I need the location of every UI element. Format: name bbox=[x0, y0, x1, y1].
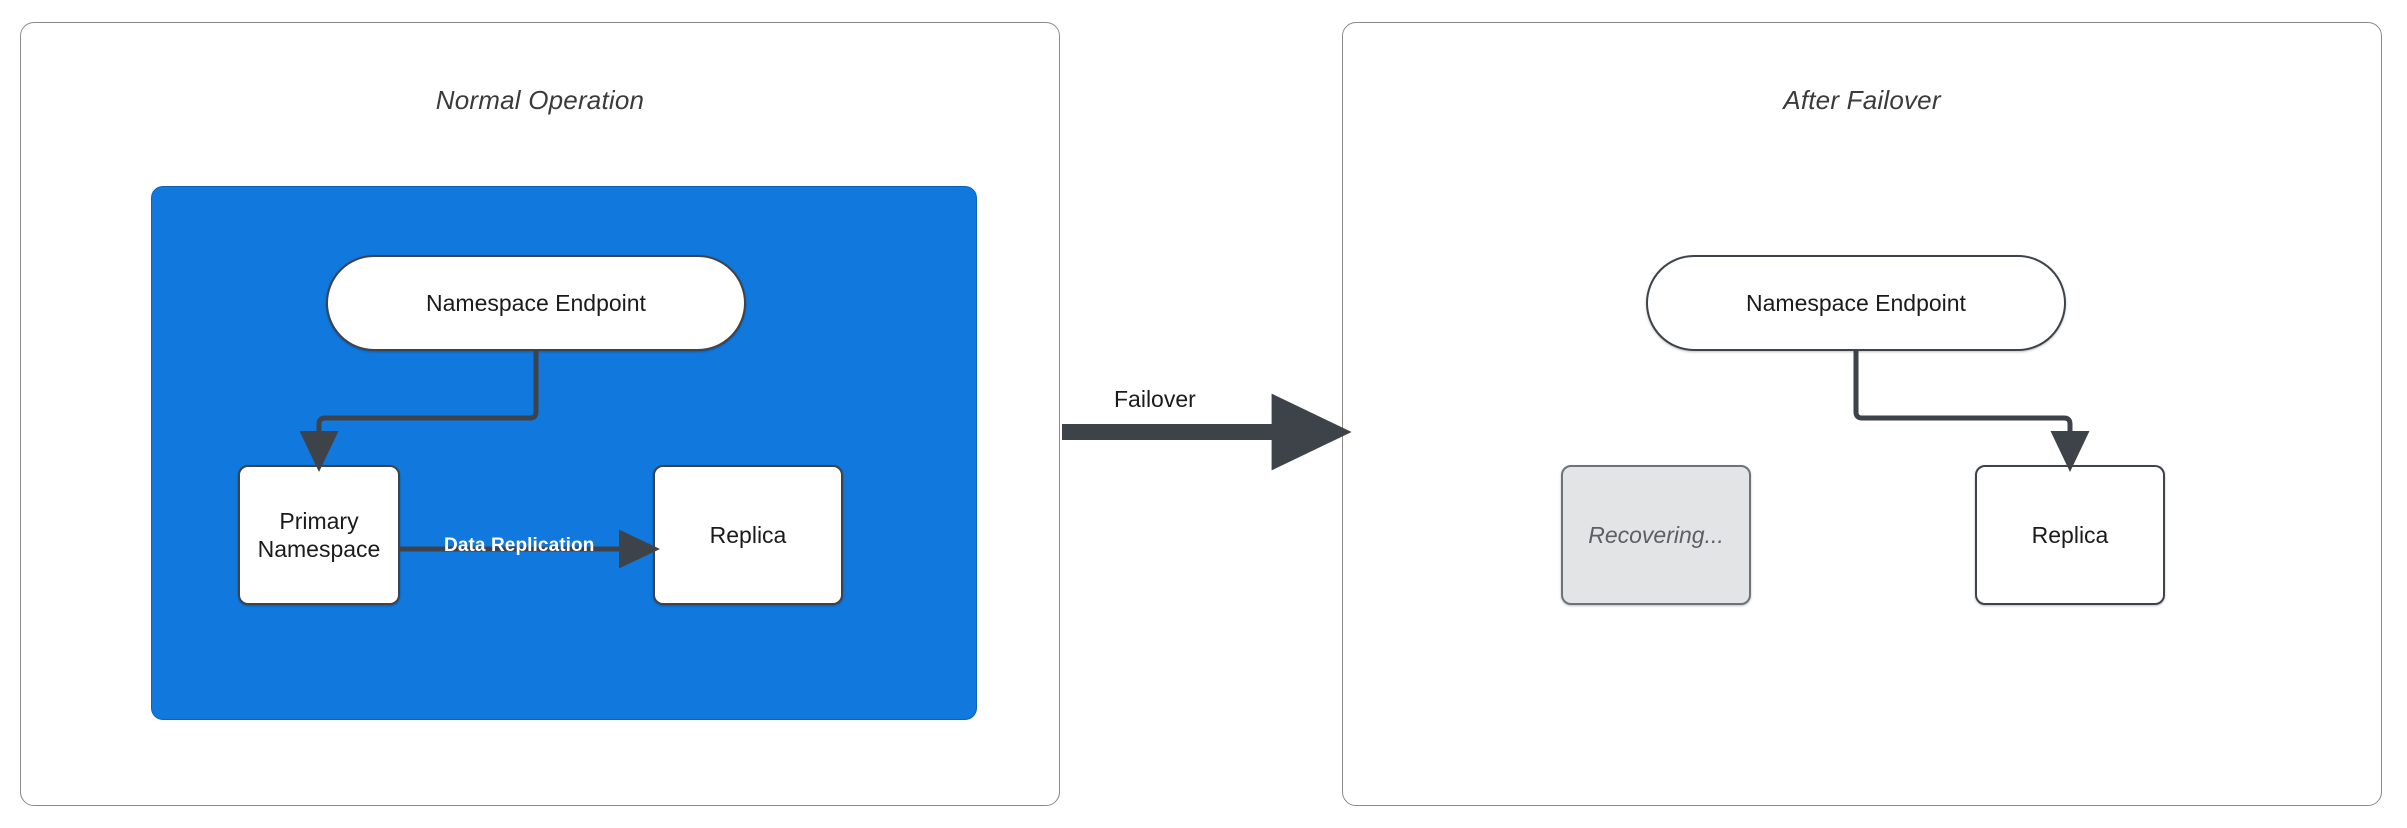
node-label-line2: Namespace bbox=[257, 536, 381, 562]
node-namespace-endpoint-failover[interactable]: Namespace Endpoint bbox=[1646, 255, 2066, 351]
panel-title-after-failover: After Failover bbox=[1783, 85, 1941, 115]
node-label: Primary Namespace bbox=[258, 507, 381, 563]
panel-title-normal-operation: Normal Operation bbox=[435, 85, 645, 115]
node-label: Recovering... bbox=[1588, 521, 1724, 548]
node-label: Replica bbox=[2031, 521, 2109, 548]
node-namespace-endpoint-normal[interactable]: Namespace Endpoint bbox=[326, 255, 746, 351]
node-label: Namespace Endpoint bbox=[426, 289, 646, 316]
panel-after-failover: After Failover bbox=[1342, 22, 2382, 806]
node-label: Namespace Endpoint bbox=[1746, 289, 1966, 316]
node-label-line1: Primary bbox=[279, 507, 359, 534]
node-label: Replica bbox=[709, 521, 787, 548]
edge-label-data-replication: Data Replication bbox=[444, 535, 595, 556]
node-primary-namespace[interactable]: Primary Namespace bbox=[238, 465, 400, 605]
edge-label-failover: Failover bbox=[1114, 386, 1196, 412]
node-replica-normal[interactable]: Replica bbox=[653, 465, 843, 605]
node-recovering[interactable]: Recovering... bbox=[1561, 465, 1751, 605]
panel-normal-operation: Normal Operation bbox=[20, 22, 1060, 806]
node-replica-failover[interactable]: Replica bbox=[1975, 465, 2165, 605]
